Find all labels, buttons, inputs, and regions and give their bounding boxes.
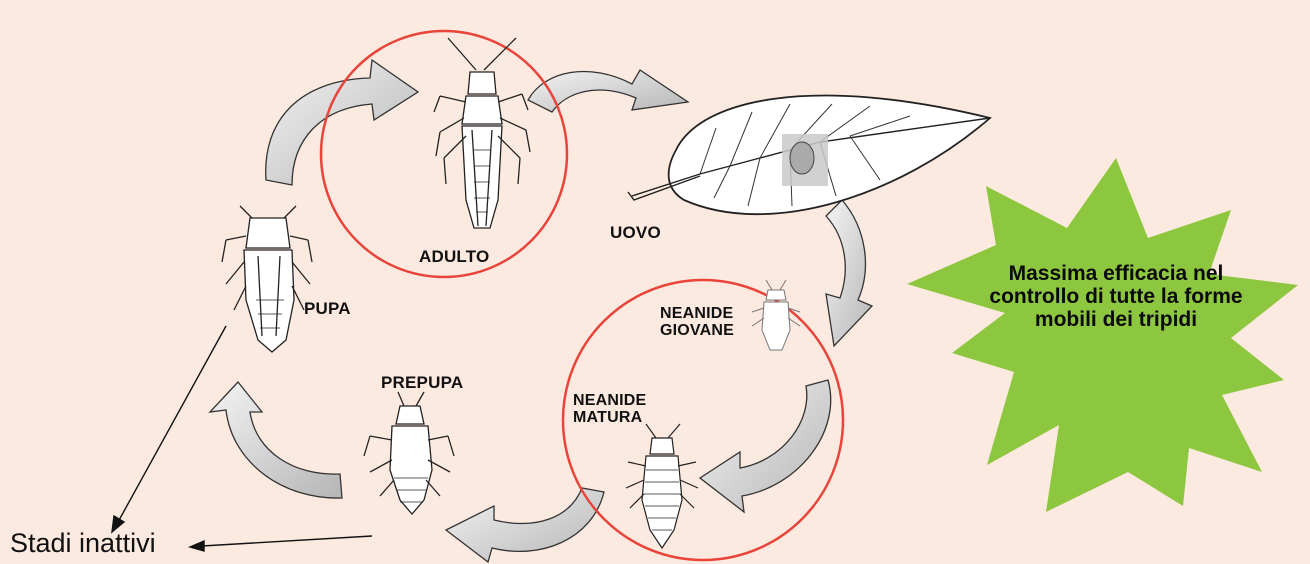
stage-label-uovo: UOVO: [610, 224, 661, 242]
stage-label-prepupa: PREPUPA: [381, 374, 463, 392]
inactive-stages-label: Stadi inattivi: [10, 528, 156, 558]
stage-label-neanide-matura: NEANIDE MATURA: [573, 392, 646, 426]
stage-label-neanide-giovane: NEANIDE GIOVANE: [660, 305, 734, 339]
callout-star-text: Massima efficacia nel controllo di tutte…: [985, 262, 1247, 331]
stage-label-pupa: PUPA: [304, 300, 351, 318]
stage-label-adulto: ADULTO: [419, 248, 489, 266]
